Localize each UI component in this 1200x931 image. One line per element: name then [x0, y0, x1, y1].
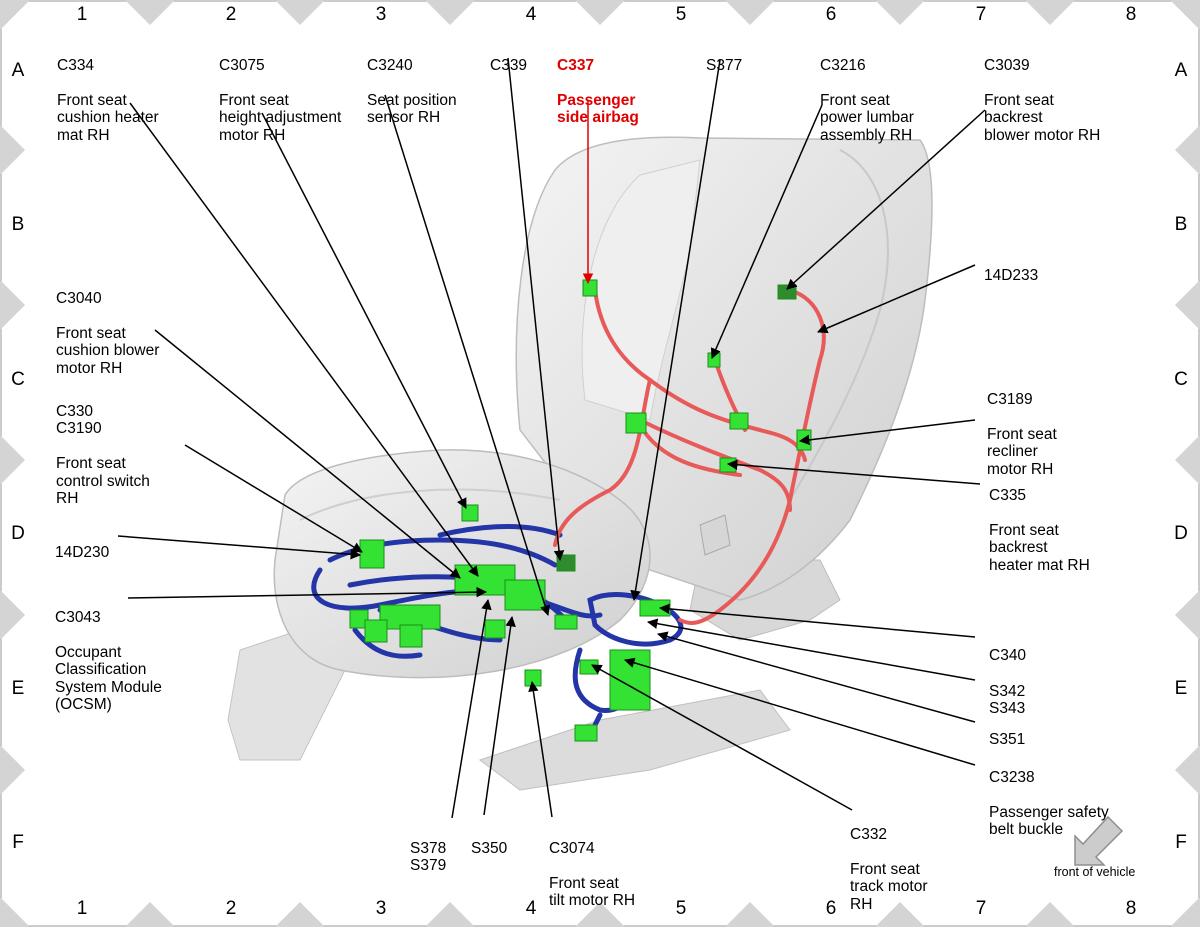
grid-col-label: 7 [975, 4, 987, 25]
grid-col-label: 5 [675, 898, 687, 919]
front-of-vehicle-label: front of vehicle [1054, 865, 1136, 879]
connector-code: C3074 [549, 839, 595, 857]
callout-c340: C340 [989, 629, 1026, 682]
callout-14d230: 14D230 [55, 526, 109, 579]
callout-14d233: 14D233 [984, 249, 1038, 302]
grid-col-label: 4 [525, 4, 537, 25]
callout-s350: S350 [471, 822, 507, 875]
callout-c3075: C3075 Front seat height adjustment motor… [219, 39, 341, 162]
callout-c3216: C3216 Front seat power lumbar assembly R… [820, 39, 914, 162]
grid-col-label: 2 [225, 898, 237, 919]
callout-c3240: C3240 Seat position sensor RH [367, 39, 457, 144]
connector-description: Front seat backrest blower motor RH [984, 91, 1101, 144]
splice-code: S342 S343 [989, 682, 1026, 718]
harness-code: 14D230 [55, 543, 110, 561]
connector-description: Front seat height adjustment motor RH [219, 91, 342, 144]
connector-code: C339 [490, 56, 528, 74]
callout-s378-s379: S378 S379 [410, 822, 446, 892]
arrow-down-left-icon [1074, 815, 1124, 866]
connector-description: Front seat track motor RH [850, 860, 928, 913]
callout-c3189: C3189 Front seat recliner motor RH [987, 373, 1057, 496]
callout-c339: C339 [490, 39, 527, 92]
grid-col-label: 8 [1125, 4, 1137, 25]
connector-description: Front seat control switch RH [56, 455, 150, 507]
callout-c332: C332 Front seat track motor RH [850, 808, 928, 931]
grid-col-label: 3 [375, 898, 387, 919]
grid-row-label: C [11, 369, 25, 390]
grid-col-label: 6 [825, 898, 837, 919]
callout-s342-s343: S342 S343 [989, 665, 1025, 735]
callout-c337: C337 Passenger side airbag [557, 39, 639, 144]
grid-col-label: 1 [76, 4, 88, 25]
grid-row-label: D [1174, 523, 1188, 544]
connector-description: Front seat power lumbar assembly RH [820, 91, 914, 144]
connector-code: C332 [850, 825, 888, 843]
callout-c335: C335 Front seat backrest heater mat RH [989, 469, 1090, 592]
callout-c334: C334 Front seat cushion heater mat RH [57, 39, 159, 162]
grid-col-label: 8 [1125, 898, 1137, 919]
connector-description: Front seat cushion heater mat RH [57, 91, 159, 144]
connector-code: C3240 [367, 56, 413, 74]
grid-row-label: B [11, 214, 25, 235]
grid-row-label: B [1174, 214, 1188, 235]
grid-col-label: 4 [525, 898, 537, 919]
callout-s377: S377 [706, 39, 742, 92]
connector-code: C3039 [984, 56, 1030, 74]
splice-code: S377 [706, 56, 743, 74]
connector-code: C334 [57, 56, 95, 74]
callout-c3039: C3039 Front seat backrest blower motor R… [984, 39, 1100, 162]
callout-c3238: C3238 Passenger safety belt buckle [989, 751, 1109, 856]
grid-row-label: A [1174, 60, 1188, 81]
grid-col-label: 3 [375, 4, 387, 25]
splice-code: S378 S379 [410, 839, 447, 875]
connector-code: C330 C3190 [56, 402, 102, 438]
callout-c3040: C3040 Front seat cushion blower motor RH [56, 272, 159, 395]
callout-c330-c3190: C330 C3190 Front seat control switch RH [56, 385, 150, 525]
grid-row-label: F [12, 832, 24, 853]
grid-row-label: D [11, 523, 25, 544]
connector-code: C3075 [219, 56, 265, 74]
grid-col-label: 6 [825, 4, 837, 25]
grid-row-label: E [1174, 678, 1188, 699]
grid-col-label: 2 [225, 4, 237, 25]
callout-s351: S351 [989, 713, 1025, 766]
connector-code: C3040 [56, 289, 102, 307]
grid-row-label: A [11, 60, 25, 81]
connector-description: Front seat tilt motor RH [549, 874, 636, 910]
grid-row-label: F [1175, 832, 1187, 853]
connector-description: Occupant Classification System Module (O… [55, 643, 162, 714]
connector-description: Passenger side airbag [557, 91, 639, 127]
connector-description: Front seat backrest heater mat RH [989, 521, 1090, 574]
grid-col-label: 7 [975, 898, 987, 919]
splice-code: S351 [989, 730, 1026, 748]
connector-code: C3216 [820, 56, 866, 74]
grid-col-label: 5 [675, 4, 687, 25]
connector-description: Passenger safety belt buckle [989, 803, 1109, 839]
leader-lines [117, 57, 986, 819]
connector-code: C335 [989, 486, 1027, 504]
splice-code: S350 [471, 839, 508, 857]
callout-c3074: C3074 Front seat tilt motor RH [549, 822, 635, 927]
connector-code: C3043 [55, 608, 101, 626]
connector-code: C340 [989, 646, 1027, 664]
grid-col-label: 1 [76, 898, 88, 919]
connector-description: Seat position sensor RH [367, 91, 457, 127]
connector-code: C3238 [989, 768, 1035, 786]
grid-row-label: E [11, 678, 25, 699]
callout-c3043: C3043 Occupant Classification System Mod… [55, 591, 162, 731]
connector-code: C3189 [987, 390, 1033, 408]
harness-code: 14D233 [984, 266, 1039, 284]
connector-description: Front seat recliner motor RH [987, 425, 1057, 478]
connector-code: C337 [557, 56, 595, 74]
connector-description: Front seat cushion blower motor RH [56, 324, 160, 377]
grid-row-label: C [1174, 369, 1188, 390]
